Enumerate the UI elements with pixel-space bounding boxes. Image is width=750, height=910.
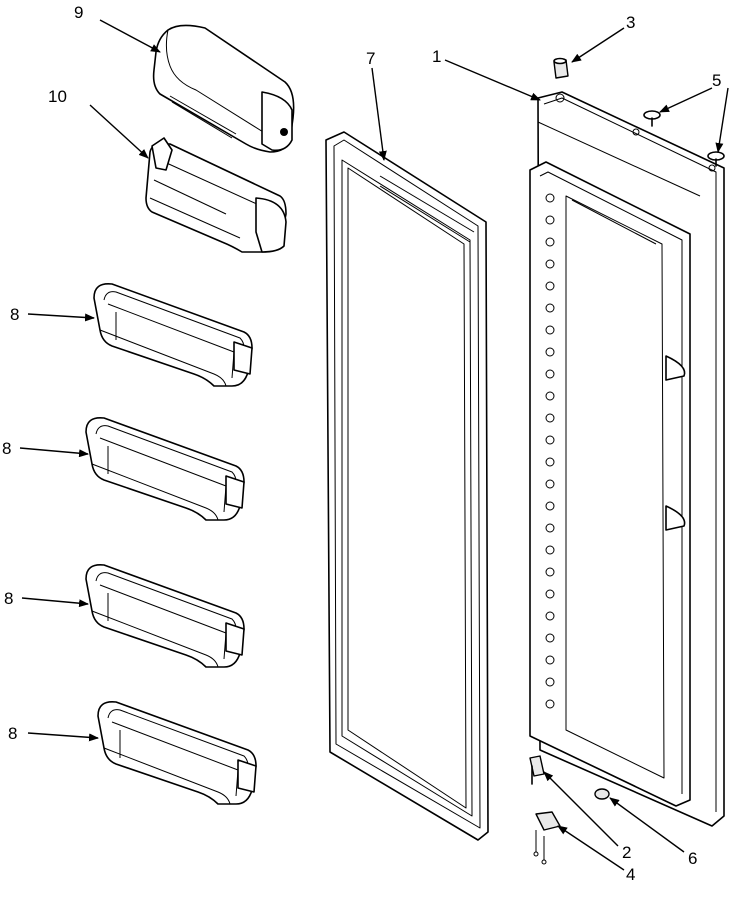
part-8-door-bin-4 — [97, 700, 257, 805]
part-4-closer-cam — [533, 811, 561, 865]
arrow-8c — [21, 597, 89, 608]
callout-1: 1 — [432, 47, 441, 66]
arrow-8d — [27, 732, 99, 742]
arrow-4 — [557, 825, 625, 871]
part-3-hinge-pin — [553, 57, 569, 79]
arrow-3 — [571, 27, 625, 63]
part-2-lower-hinge — [529, 755, 545, 785]
callout-8-bin-1: 8 — [10, 305, 19, 324]
part-7-door-gasket — [325, 131, 489, 841]
callout-7: 7 — [366, 49, 375, 68]
cover-hinge-pin-icon — [280, 128, 288, 136]
arrow-2 — [543, 771, 619, 847]
part-8-door-bin-1 — [93, 282, 253, 387]
shelf-support-column — [545, 193, 555, 709]
part-6-cap — [594, 788, 610, 800]
part-5-plug-a — [643, 110, 661, 127]
arrow-6 — [609, 797, 685, 853]
callout-10: 10 — [48, 87, 67, 106]
part-8-door-bin-3 — [85, 563, 245, 668]
part-9-dairy-cover — [152, 24, 295, 153]
leader-arrows — [19, 19, 729, 871]
part-10-dairy-bin — [145, 137, 287, 253]
callout-9: 9 — [74, 3, 83, 22]
arrow-10 — [89, 104, 149, 159]
callout-5: 5 — [712, 71, 721, 90]
part-1-door-assembly — [529, 91, 725, 827]
part-8-door-bin-2 — [85, 416, 245, 521]
arrow-1 — [444, 59, 541, 101]
part-5-plug-b — [707, 151, 725, 167]
callout-6: 6 — [688, 849, 697, 868]
arrow-5a — [659, 87, 713, 113]
callout-3: 3 — [626, 13, 635, 32]
arrow-8b — [19, 447, 89, 458]
arrow-8a — [27, 313, 95, 322]
callout-4: 4 — [626, 865, 635, 884]
arrow-7 — [371, 67, 387, 161]
callout-2: 2 — [622, 843, 631, 862]
arrow-9 — [99, 19, 161, 53]
callout-8-bin-2: 8 — [2, 439, 11, 458]
callout-8-bin-3: 8 — [4, 589, 13, 608]
callout-labels: 9 10 8 8 8 8 7 1 3 5 2 6 4 — [2, 3, 721, 884]
arrow-5b — [715, 87, 729, 153]
callout-8-bin-4: 8 — [8, 724, 17, 743]
